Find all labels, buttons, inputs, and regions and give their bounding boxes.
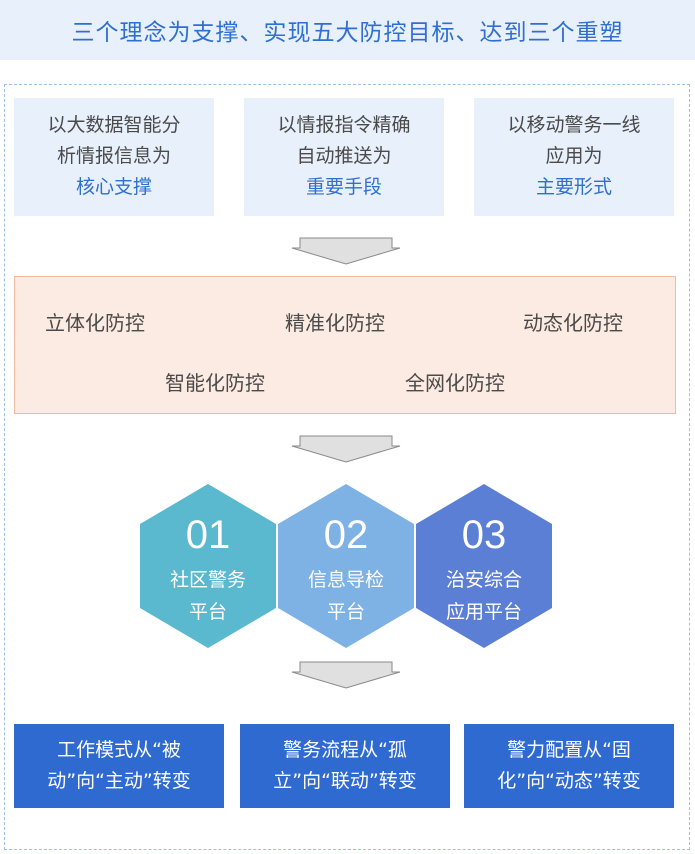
change-line: 化”向“动态”转变	[497, 770, 641, 792]
change-line: 动”向“主动”转变	[47, 770, 191, 792]
change-box-1: 工作模式从“被 动”向“主动”转变	[14, 724, 224, 808]
platform-hexagon-3: 03 治安综合 应用平台	[416, 484, 552, 648]
change-box-3: 警力配置从“固 化”向“动态”转变	[464, 724, 674, 808]
change-line: 立”向“联动”转变	[273, 770, 417, 792]
platform-hexagon-1: 01 社区警务 平台	[140, 484, 276, 648]
platform-number: 01	[186, 513, 231, 557]
platform-label: 平台	[189, 601, 227, 623]
platform-hexagon-2: 02 信息导检 平台	[278, 484, 414, 648]
platform-label: 信息导检	[308, 569, 384, 591]
platform-number: 02	[324, 513, 369, 557]
principle-box-1: 以大数据智能分 析情报信息为 核心支撑	[14, 98, 214, 216]
platform-label: 平台	[327, 601, 365, 623]
platform-hexagons: 01 社区警务 平台 02 信息导检 平台 03 治安综合 应用平台	[140, 484, 552, 648]
down-arrow-icon	[291, 661, 401, 689]
principle-highlight: 主要形式	[535, 176, 612, 198]
goal-item: 智能化防控	[165, 371, 265, 395]
goals-panel: 立体化防控 精准化防控 动态化防控 智能化防控 全网化防控	[14, 276, 676, 414]
principle-line: 以情报指令精确	[277, 114, 411, 136]
principle-box-2: 以情报指令精确 自动推送为 重要手段	[244, 98, 444, 216]
down-arrow-icon	[291, 435, 401, 463]
principle-box-3: 以移动警务一线 应用为 主要形式	[474, 98, 674, 216]
platform-label: 应用平台	[446, 601, 522, 623]
goal-item: 全网化防控	[405, 371, 505, 395]
change-line: 工作模式从“被	[57, 739, 181, 761]
principle-highlight: 核心支撑	[75, 176, 152, 198]
principle-line: 应用为	[545, 145, 603, 167]
down-arrow-icon	[291, 237, 401, 265]
change-line: 警力配置从“固	[507, 739, 631, 761]
title-banner: 三个理念为支撑、实现五大防控目标、达到三个重塑	[0, 0, 695, 60]
change-box-2: 警务流程从“孤 立”向“联动”转变	[240, 724, 450, 808]
page-title: 三个理念为支撑、实现五大防控目标、达到三个重塑	[71, 20, 624, 46]
principle-line: 以移动警务一线	[507, 114, 641, 136]
platform-label: 治安综合	[446, 569, 522, 591]
platform-label: 社区警务	[170, 569, 246, 591]
principle-line: 以大数据智能分	[47, 114, 181, 136]
goal-item: 动态化防控	[523, 311, 623, 335]
platform-number: 03	[462, 513, 507, 557]
change-line: 警务流程从“孤	[283, 739, 407, 761]
content-frame	[4, 84, 690, 850]
goal-item: 立体化防控	[45, 311, 145, 335]
principle-line: 析情报信息为	[56, 145, 171, 167]
goal-item: 精准化防控	[285, 311, 385, 335]
principle-line: 自动推送为	[296, 145, 392, 167]
principle-highlight: 重要手段	[305, 176, 382, 198]
